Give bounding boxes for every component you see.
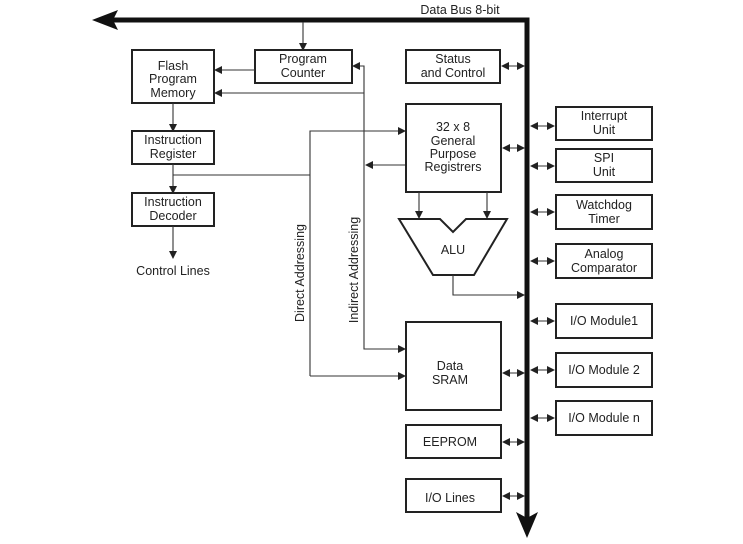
svg-text:I/O Module1: I/O Module1	[570, 314, 638, 328]
spi-unit-block[interactable]: SPI Unit	[555, 148, 653, 183]
svg-text:SPI: SPI	[594, 151, 614, 165]
svg-text:32 x 8: 32 x 8	[436, 120, 470, 134]
io-module-n-block[interactable]: I/O Module n	[555, 400, 653, 436]
control-lines-label: Control Lines	[136, 264, 210, 278]
svg-text:Purpose: Purpose	[430, 147, 477, 161]
svg-text:Flash: Flash	[158, 59, 189, 73]
svg-text:Analog: Analog	[585, 247, 624, 261]
indirect-to-sram-arrow	[363, 330, 406, 353]
svg-text:Counter: Counter	[281, 66, 325, 80]
svg-text:Unit: Unit	[593, 123, 616, 137]
data-sram-block[interactable]: Data SRAM	[405, 321, 502, 411]
svg-text:and Control: and Control	[421, 66, 486, 80]
svg-text:Interrupt: Interrupt	[581, 109, 628, 123]
instruction-decoder-block[interactable]: Instruction Decoder	[131, 192, 215, 227]
svg-text:Program: Program	[279, 52, 327, 66]
svg-text:Instruction: Instruction	[144, 133, 202, 147]
bus-arrow-left-icon	[92, 10, 118, 30]
instruction-register-block[interactable]: Instruction Register	[131, 130, 215, 165]
io-lines-block[interactable]: I/O Lines	[405, 478, 502, 513]
io-module-1-block[interactable]: I/O Module1	[555, 303, 653, 339]
direct-addressing-label: Direct Addressing	[293, 224, 307, 322]
svg-text:Register: Register	[150, 147, 197, 161]
alu-block[interactable]: ALU	[397, 218, 509, 276]
data-bus: Data Bus 8-bit	[92, 3, 538, 538]
svg-text:I/O Lines: I/O Lines	[425, 491, 475, 505]
svg-text:ALU: ALU	[441, 243, 465, 257]
svg-text:Program: Program	[149, 72, 197, 86]
svg-text:I/O Module n: I/O Module n	[568, 411, 640, 425]
svg-text:Unit: Unit	[593, 165, 616, 179]
svg-text:Registrers: Registrers	[425, 160, 482, 174]
svg-text:Timer: Timer	[588, 212, 619, 226]
svg-text:General: General	[431, 134, 475, 148]
watchdog-timer-block[interactable]: Watchdog Timer	[555, 194, 653, 230]
svg-text:Instruction: Instruction	[144, 195, 202, 209]
alu-to-bus-arrow	[452, 275, 525, 299]
svg-text:Data: Data	[437, 359, 463, 373]
svg-text:Decoder: Decoder	[149, 209, 196, 223]
interrupt-unit-block[interactable]: Interrupt Unit	[555, 106, 653, 141]
indirect-to-pc-arrow	[352, 62, 365, 330]
svg-text:Comparator: Comparator	[571, 261, 637, 275]
program-counter-block[interactable]: Program Counter	[254, 49, 353, 84]
svg-text:Memory: Memory	[150, 86, 196, 100]
general-registers-block[interactable]: 32 x 8 General Purpose Registrers	[405, 103, 502, 193]
svg-text:SRAM: SRAM	[432, 373, 468, 387]
svg-text:Status: Status	[435, 52, 470, 66]
eeprom-block[interactable]: EEPROM	[405, 424, 502, 459]
bus-label: Data Bus 8-bit	[420, 3, 500, 17]
io-module-2-block[interactable]: I/O Module 2	[555, 352, 653, 388]
flash-memory-block[interactable]: Flash Program Memory	[131, 49, 215, 104]
analog-comparator-block[interactable]: Analog Comparator	[555, 243, 653, 279]
bus-arrow-down-icon	[516, 512, 538, 538]
svg-text:I/O Module 2: I/O Module 2	[568, 363, 640, 377]
svg-text:EEPROM: EEPROM	[423, 435, 477, 449]
svg-text:Watchdog: Watchdog	[576, 198, 632, 212]
indirect-addressing-label: Indirect Addressing	[347, 217, 361, 323]
direct-to-registers-arrow	[309, 127, 406, 376]
status-control-block[interactable]: Status and Control	[405, 49, 501, 84]
